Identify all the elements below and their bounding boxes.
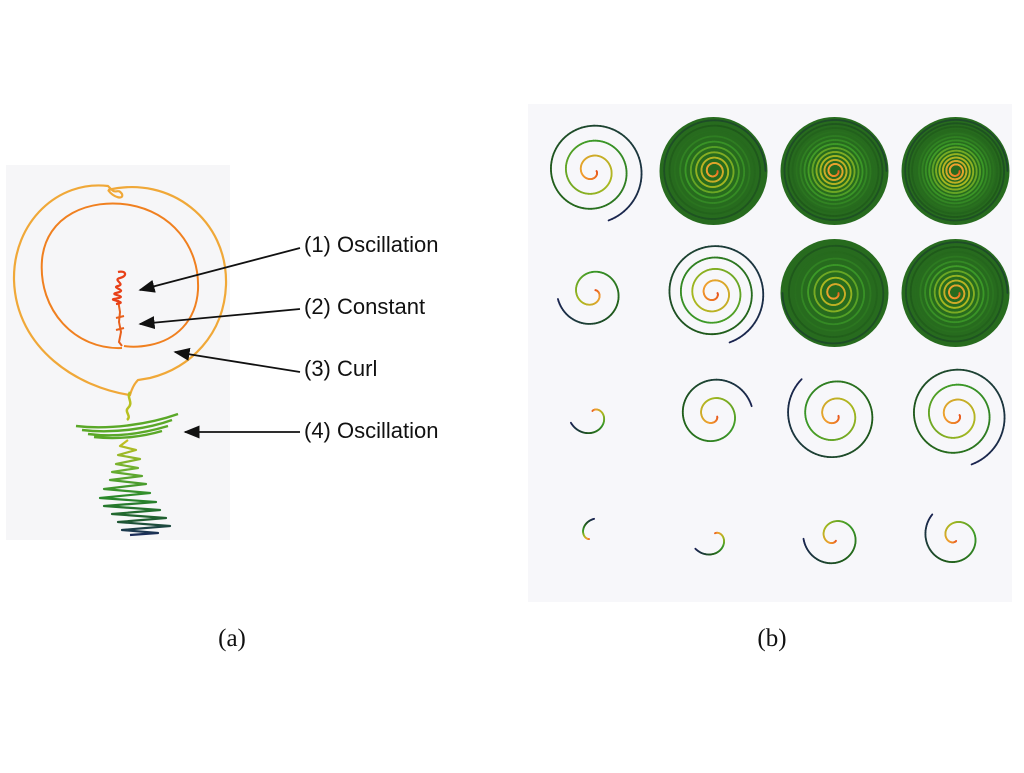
annotation-labels: (1) Oscillation (2) Constant (3) Curl (4… — [304, 232, 438, 443]
spiral-segment — [558, 299, 559, 301]
panel-b: (b) — [528, 104, 1012, 652]
spiral-cell-r1-c2 — [660, 117, 768, 225]
spiral-segment — [609, 219, 612, 220]
spiral-cell-r1-c3 — [781, 117, 889, 225]
annotation-label-constant: (2) Constant — [304, 294, 425, 319]
spiral-cell-r2-c4 — [902, 239, 1010, 347]
annotation-label-curl: (3) Curl — [304, 356, 377, 381]
spiral-cell-r2-c3 — [781, 239, 889, 347]
annotation-label-oscillation-1: (1) Oscillation — [304, 232, 438, 257]
panel-a: (1) Oscillation (2) Constant (3) Curl (4… — [6, 165, 438, 652]
caption-a: (a) — [218, 625, 246, 652]
spiral-segment — [730, 341, 733, 342]
annotation-label-oscillation-4: (4) Oscillation — [304, 418, 438, 443]
spiral-cell-r1-c4 — [902, 117, 1010, 225]
